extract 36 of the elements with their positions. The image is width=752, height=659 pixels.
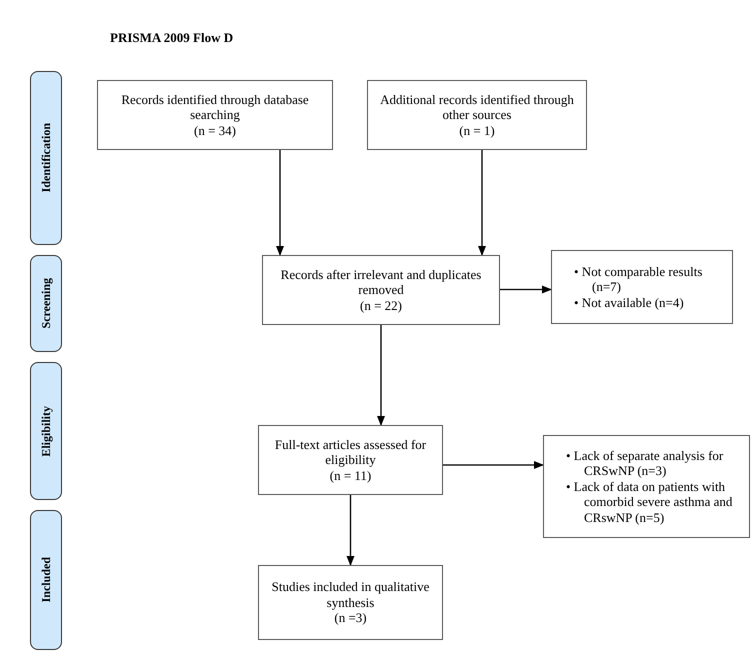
stage-band — [30, 510, 62, 650]
stage-label: Included — [38, 557, 54, 603]
process-box — [258, 565, 443, 640]
exclusion-box — [551, 250, 733, 324]
count-text: (n = 34) — [194, 122, 236, 138]
count-text: (n = 11) — [330, 468, 372, 484]
title: PRISMA 2009 Flow D — [110, 30, 234, 46]
box-text: Additional records identified through other sources — [379, 92, 575, 123]
bullet-item: • Lack of separate analysis for CRSwNP (n=3) — [566, 448, 724, 479]
arrow — [500, 286, 552, 294]
box-text: Full-text articles assessed for eligibility — [274, 436, 428, 468]
process-box — [367, 80, 587, 150]
stage-band — [30, 362, 62, 500]
bullet-item: • Not available (n=4) — [574, 294, 685, 310]
stage-label: Identification — [38, 123, 54, 193]
arrow — [276, 150, 284, 256]
stage-label: Screening — [38, 278, 54, 329]
process-box — [262, 255, 500, 325]
stage-band — [30, 255, 62, 352]
arrow — [346, 495, 354, 566]
arrow — [443, 461, 544, 469]
stage-label: Eligibility — [38, 406, 54, 456]
bullet-item: • Not comparable results (n=7) — [574, 264, 704, 295]
stage-band — [30, 71, 62, 245]
exclusion-box — [543, 435, 750, 538]
bullet-item: • Lack of data on patients with comorbid severe asthma and CRswNP (n=5) — [566, 478, 734, 526]
process-box — [258, 425, 443, 495]
box-text: Studies included in qualitative synthesis — [270, 579, 430, 610]
arrow — [478, 150, 486, 256]
box-text: Records after irrelevant and duplicates removed — [280, 266, 482, 298]
process-box — [97, 80, 333, 150]
count-text: (n = 1) — [459, 122, 495, 138]
box-text: Records identified through database searching — [120, 92, 310, 123]
count-text: (n = 22) — [360, 298, 402, 314]
count-text: (n =3) — [334, 610, 367, 626]
arrow — [377, 325, 385, 426]
